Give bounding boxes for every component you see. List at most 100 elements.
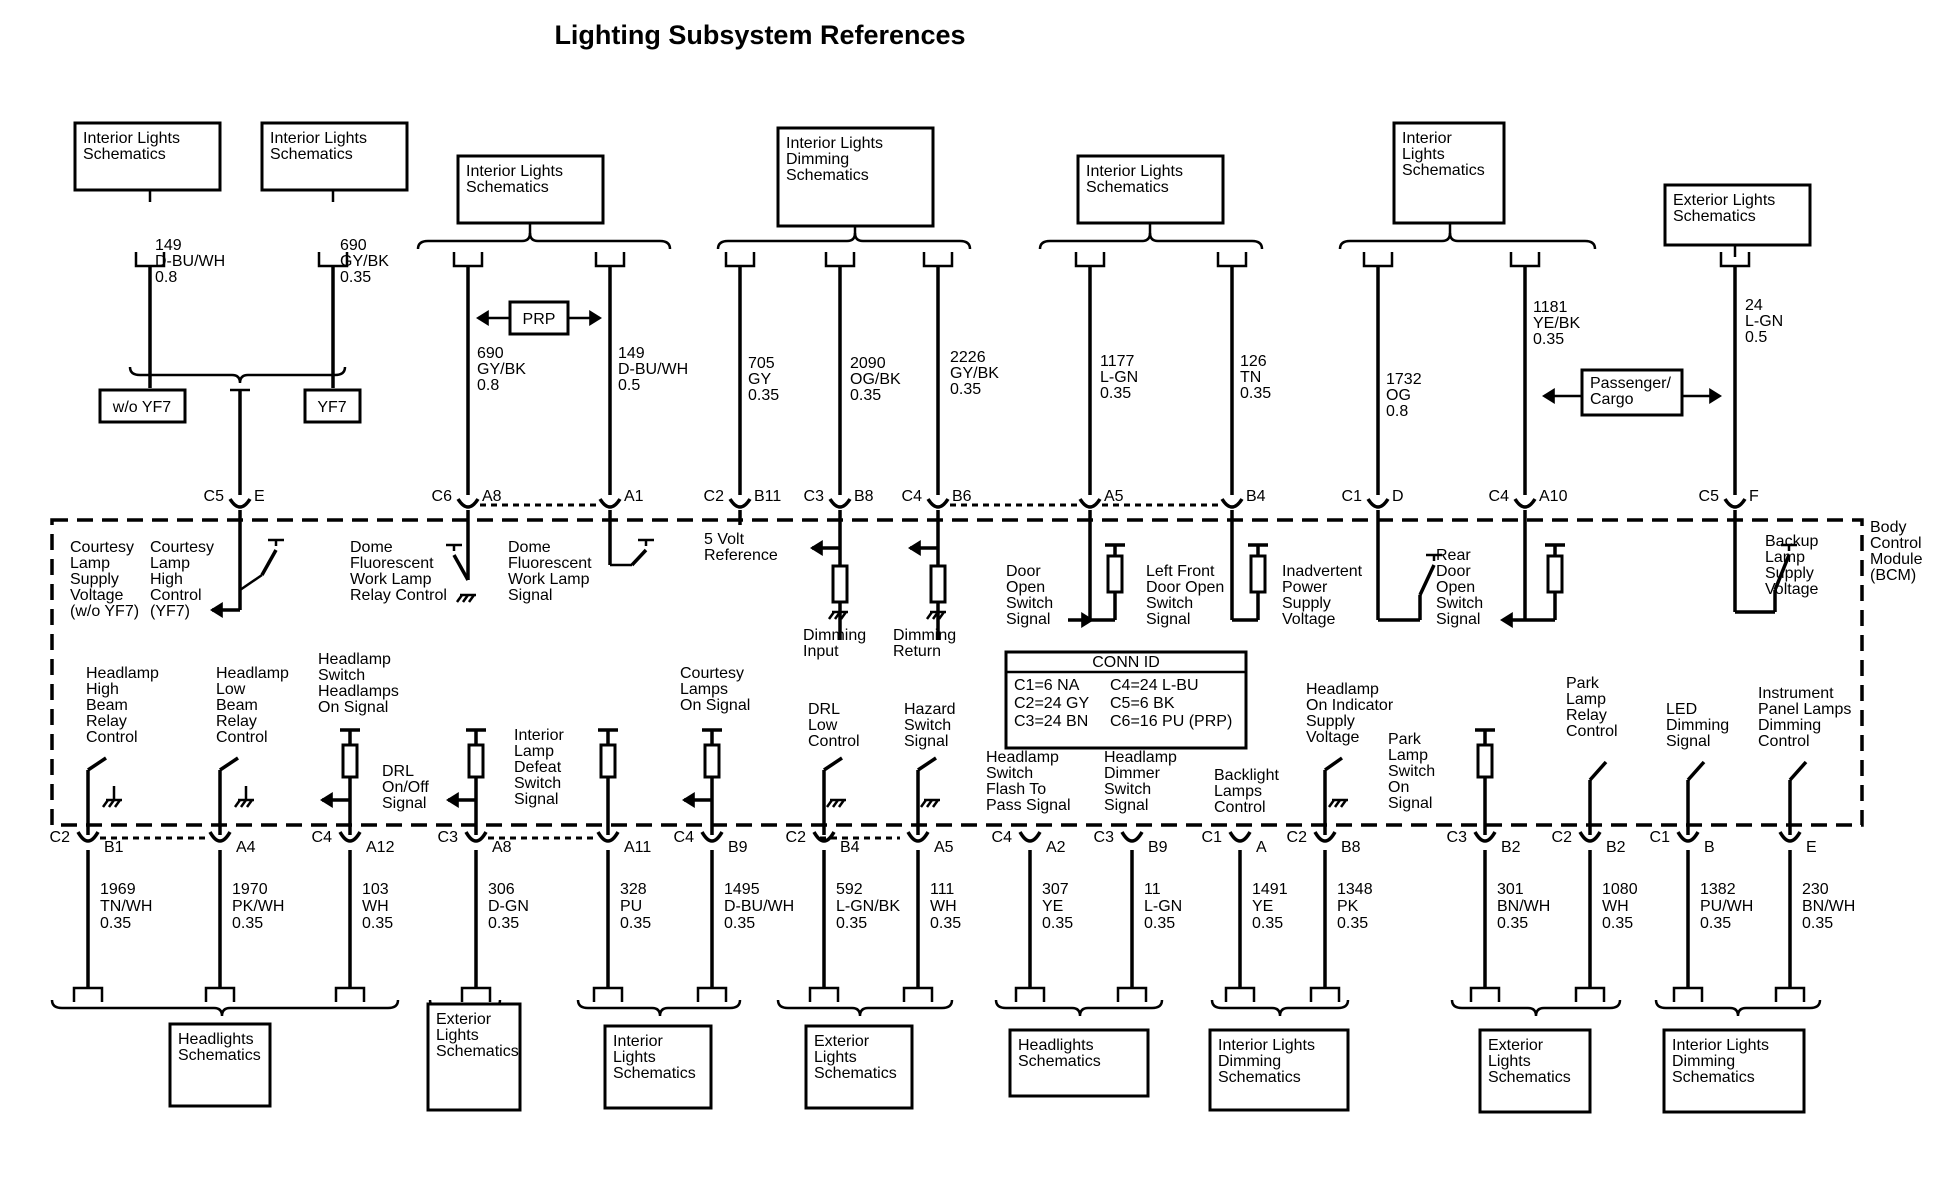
connector-pin [1228,831,1252,843]
connector-pin [1018,831,1042,843]
circuit-label-h5: 0.35 [620,915,651,932]
ground-symbol [455,594,464,603]
circuit-label-w12: L-GN [1745,313,1783,330]
bottom-function-g2: Control [216,729,268,746]
arrow-head [810,540,823,556]
top-box-7-text: Exterior Lights [1673,192,1775,209]
top-box-2-text: Schematics [270,146,353,163]
circuit-label-h16: 0.35 [1802,915,1833,932]
connector-pin [1513,498,1537,509]
pin-id: B2 [1606,839,1626,856]
pin-id: B4 [840,839,860,856]
wire-segment [1788,760,1808,782]
option-wo-yf7 [98,388,187,424]
ground-symbol [833,611,842,620]
bracket [416,232,672,250]
top-function-f4: Signal [508,587,552,604]
bottom-function-g10: Switch [1104,781,1151,798]
bottom-box-2-text: Exterior [436,1011,492,1028]
top-box-5 [1076,154,1225,225]
circuit-label-h2: 1970 [232,881,268,898]
connector-terminal [1014,986,1046,1002]
top-function-f7: Return [893,643,941,660]
top-box-6 [1392,121,1506,225]
bottom-function-g1: Headlamp [86,665,159,682]
bottom-function-g13: Switch [1388,763,1435,780]
top-function-f2: (YF7) [150,603,190,620]
connector-id: C4 [992,829,1013,846]
top-function-f4: Work Lamp [508,571,590,588]
ground-symbol [839,611,848,620]
connector-terminal [594,252,626,268]
bottom-box-7-text: Exterior [1488,1037,1544,1054]
bottom-box-4-text: Exterior [814,1033,870,1050]
pin-id: A [1256,839,1267,856]
arrow-head [1542,388,1555,404]
ground-symbol [827,611,836,620]
circuit-label-w10: OG [1386,387,1411,404]
connector-id: C3 [1447,829,1468,846]
ground-symbol [837,799,846,808]
connector-pin [812,831,836,843]
circuit-label-h9: 307 [1042,881,1069,898]
bracket [576,999,742,1017]
circuit-label-h12: 1348 [1337,881,1373,898]
top-function-f11: Door [1436,563,1471,580]
connector-terminal [1224,986,1256,1002]
circuit-label-h14: WH [1602,898,1629,915]
circuit-label-h6: D-BU/WH [724,898,794,915]
connector-id: C1 [1650,829,1671,846]
circuit-label-h16: 230 [1802,881,1829,898]
circuit-label-w11: YE/BK [1533,315,1580,332]
option-label: w/o YF7 [112,399,172,416]
bottom-function-g1: Control [86,729,138,746]
circuit-label-w5: 705 [748,355,775,372]
bracket [50,999,400,1017]
connector-pin [208,831,232,843]
circuit-label-h11: 0.35 [1252,915,1283,932]
bottom-function-g14: Lamp [1566,691,1606,708]
pin-id: B [1704,839,1715,856]
top-function-f1: Supply [70,571,119,588]
pin-id: F [1749,488,1759,505]
bracket [1338,232,1597,250]
connector-terminal [724,252,756,268]
pin-id: B1 [104,839,124,856]
switch-blade [452,554,470,581]
resistor [1106,554,1124,594]
ground-symbol [239,799,248,808]
bottom-function-g7: Control [808,733,860,750]
option-label: PRP [523,311,556,328]
bottom-function-g1: Beam [86,697,128,714]
bottom-function-g6: Courtesy [680,665,744,682]
pin-id: A11 [624,839,651,856]
top-function-f10: Power [1282,579,1328,596]
pin-id: A10 [1539,488,1568,505]
circuit-label-h10: 11 [1144,881,1161,898]
bottom-function-g15: Signal [1666,733,1710,750]
circuit-label-h13: 301 [1497,881,1524,898]
bottom-function-g6: Lamps [680,681,728,698]
bottom-function-g5: Signal [514,791,558,808]
bcm-label: Control [1870,535,1922,552]
top-box-7 [1663,183,1812,247]
circuit-label-h8: 0.35 [930,915,961,932]
circuit-label-w1: 149 [155,237,182,254]
connector-pin [1366,498,1390,509]
bottom-box-7 [1478,1028,1592,1114]
bottom-box-3 [603,1024,713,1110]
circuit-label-h2: PK/WH [232,898,284,915]
circuit-label-w5: 0.35 [748,387,779,404]
top-box-6-text: Schematics [1402,162,1485,179]
bottom-function-g3: Headlamps [318,683,399,700]
bcm-boundary [50,518,1864,827]
resistor [703,743,721,779]
ground-symbol [107,799,116,808]
connector-id: C1 [1342,488,1363,505]
circuit-label-w4: 149 [618,345,645,362]
diagram-title: Lighting Subsystem References [554,20,965,50]
bottom-function-g3: On Signal [318,699,388,716]
switch-blade [1418,564,1436,596]
